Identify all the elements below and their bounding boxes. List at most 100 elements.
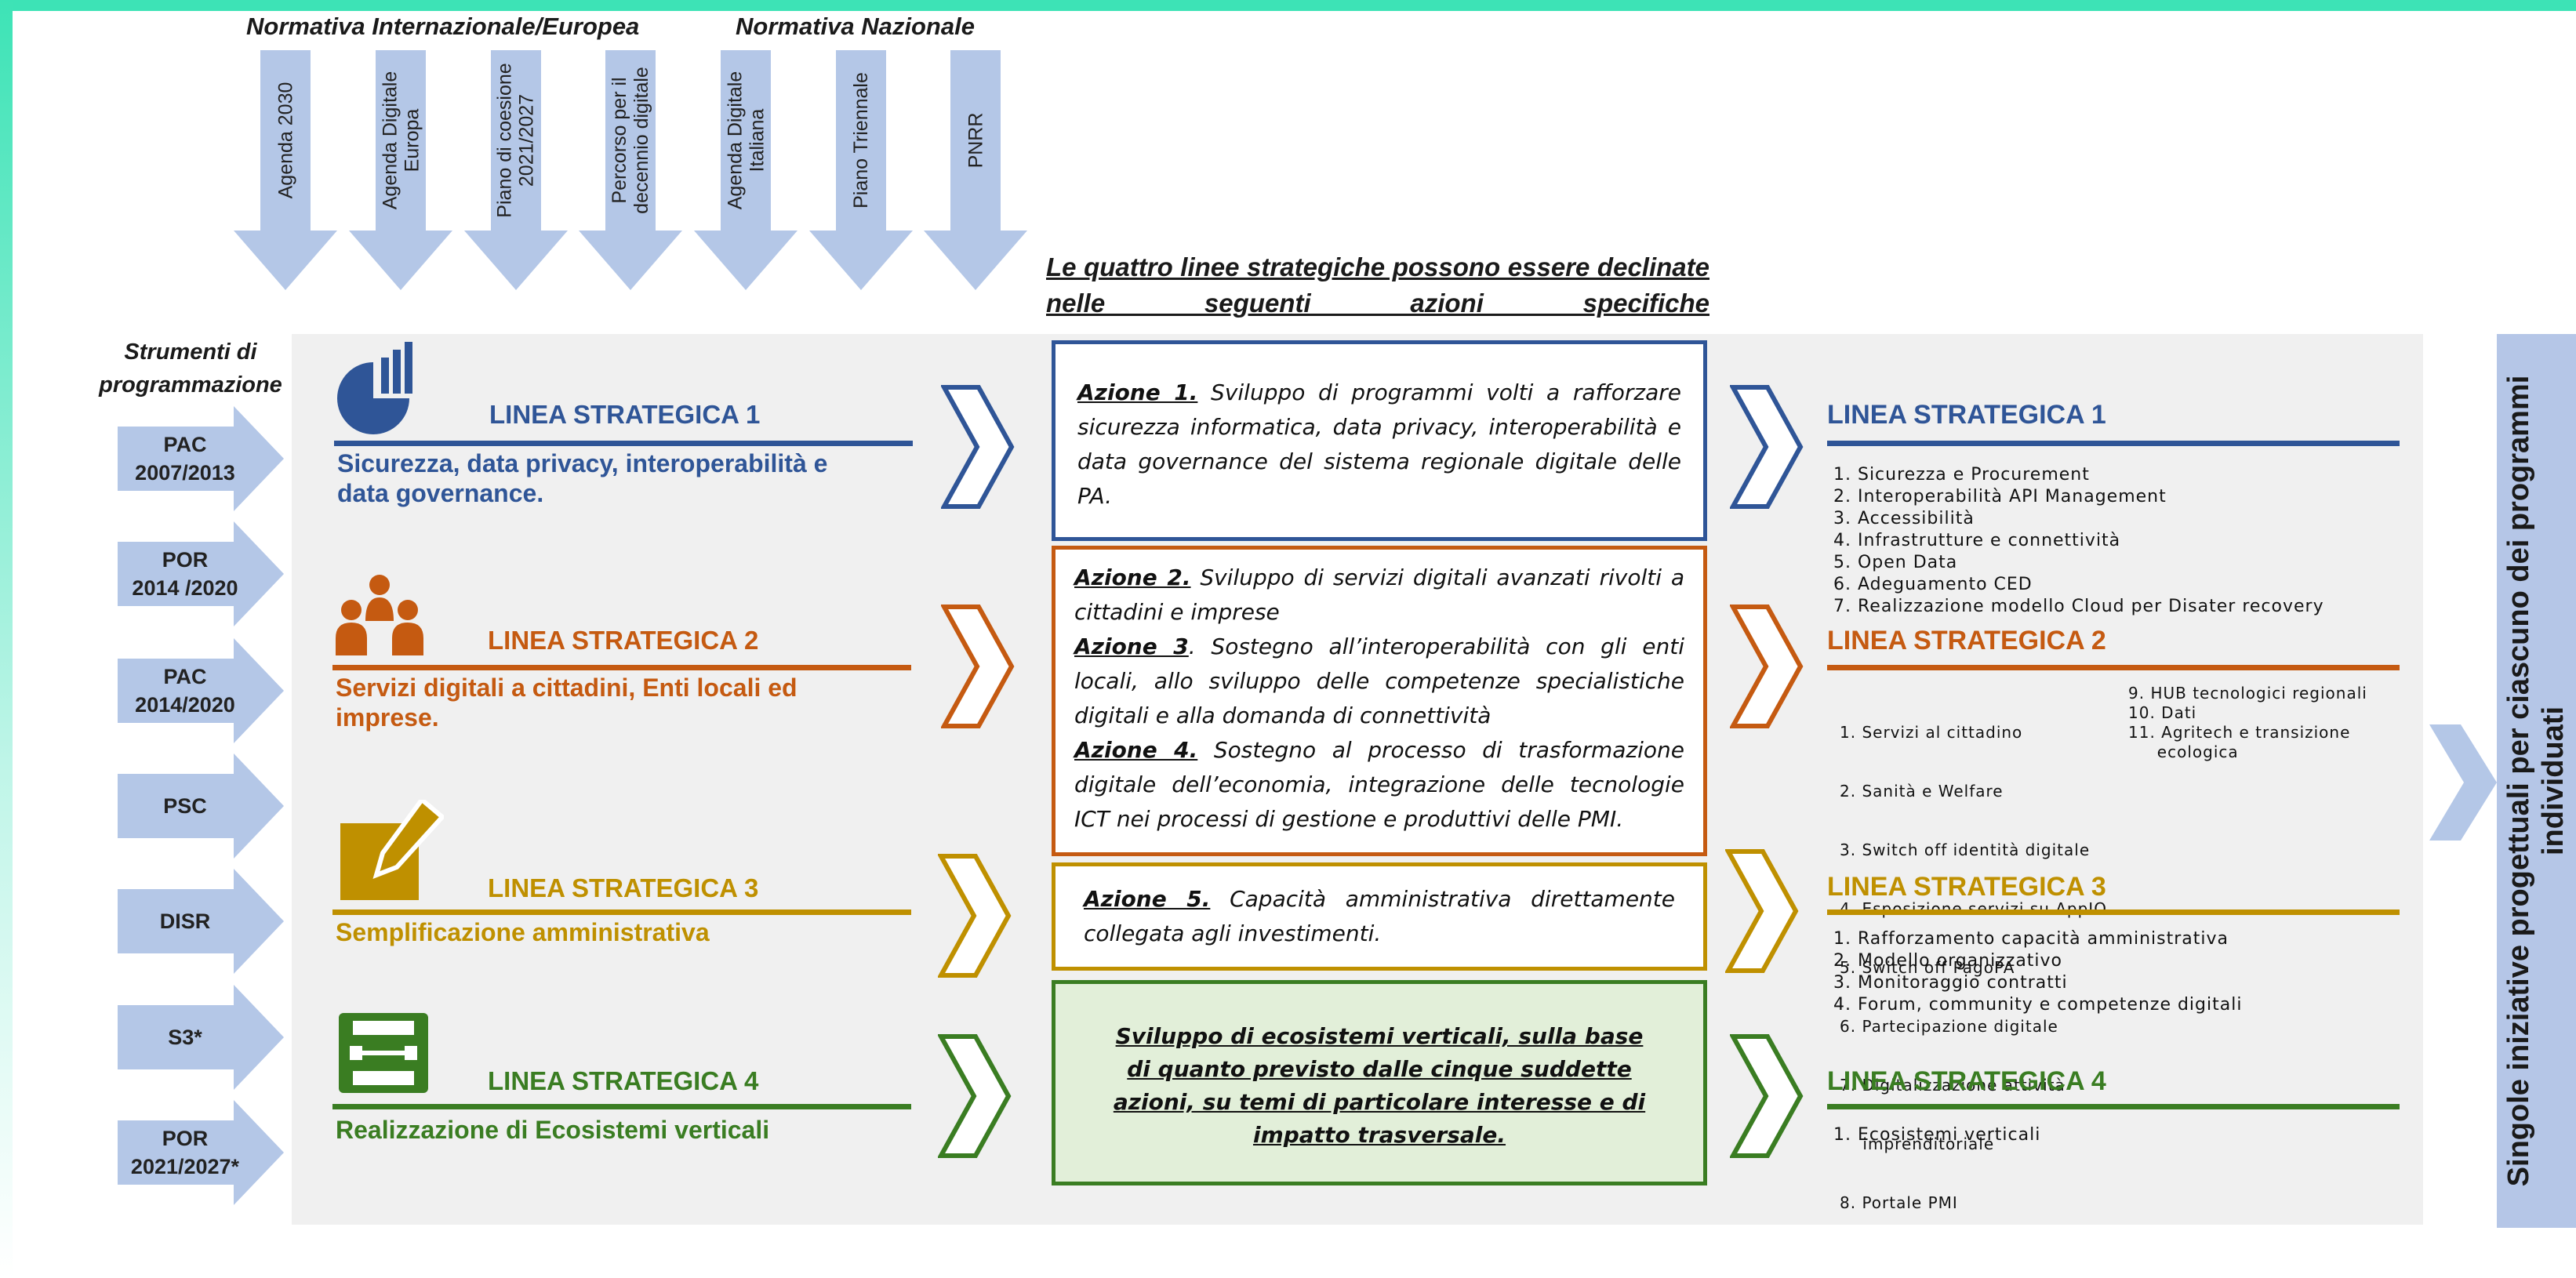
- azione-1-label: Azione 1.: [1077, 379, 1198, 405]
- linea-4-desc: Realizzazione di Ecosistemi verticali: [336, 1116, 770, 1144]
- ecosistemi-box: Sviluppo di ecosistemi verticali, sulla …: [1052, 980, 1707, 1185]
- list-item: 10. Dati: [2128, 703, 2197, 722]
- network-icon: [339, 1013, 428, 1093]
- down-arrow-icon: [809, 50, 913, 290]
- down-arrow-icon: [579, 50, 682, 290]
- down-arrow-icon: [924, 50, 1027, 290]
- strumento-label: PAC 2014/2020: [135, 665, 235, 717]
- output-arrow-icon: [2429, 724, 2497, 841]
- normativa-arrow: Piano Triennale: [809, 50, 913, 290]
- strumento-arrow: POR 2014 /2020: [118, 521, 284, 626]
- list-item: 5. Open Data: [1833, 553, 1958, 572]
- list-item: 7. Digitalizzazione attività: [1840, 1076, 2066, 1095]
- chevron-right-icon: [938, 854, 1012, 978]
- right-linea-3-title: LINEA STRATEGICA 3: [1827, 872, 2106, 902]
- azione-5-box: Azione 5. Capacità amministrativa dirett…: [1052, 862, 1707, 971]
- linea-1-rule: [334, 441, 913, 446]
- azione-1-text: Sviluppo di programmi volti a rafforzare…: [1077, 379, 1682, 509]
- right-arrow-icon: [118, 406, 284, 511]
- linea-4-title: LINEA STRATEGICA 4: [488, 1066, 759, 1095]
- right-arrow-icon: [118, 638, 284, 743]
- strumento-arrow: PAC 2014/2020: [118, 638, 284, 743]
- chart-icon: [337, 342, 412, 434]
- linea-1-title: LINEA STRATEGICA 1: [489, 400, 761, 429]
- down-arrow-icon: [464, 50, 568, 290]
- list-item: 2. Modello organizzativo: [1833, 951, 2063, 971]
- linea-2-rule: [332, 665, 911, 670]
- normativa-arrow: PNRR: [924, 50, 1027, 290]
- list-item: 4. Forum, community e competenze digital…: [1833, 995, 2243, 1015]
- list-item: 2. Sanità e Welfare: [1840, 782, 2004, 801]
- header-national: Normativa Nazionale: [736, 13, 975, 40]
- chevron-right-icon: [941, 605, 1015, 728]
- azione-4-label: Azione 4.: [1074, 737, 1198, 763]
- right-linea-1-rule: [1827, 441, 2400, 446]
- azione-3-label: Azione 3: [1074, 634, 1189, 659]
- linea-3-title: LINEA STRATEGICA 3: [488, 873, 759, 902]
- list-item: 3. Switch off identità digitale: [1840, 841, 2091, 859]
- list-item: imprenditoriale: [1840, 1135, 1995, 1153]
- chevron-right-icon: [1730, 605, 1804, 728]
- right-arrow-icon: [118, 753, 284, 859]
- down-arrow-icon: [349, 50, 452, 290]
- strumento-label: POR 2021/2027*: [130, 1127, 240, 1178]
- right-linea-3-rule: [1827, 909, 2400, 915]
- list-item: 5. Switch off PagoPA: [1840, 958, 2015, 977]
- strumento-label: DISR: [159, 909, 211, 933]
- list-item: 2. Interoperabilità API Management: [1833, 487, 2167, 506]
- azione-5-label: Azione 5.: [1084, 886, 1211, 912]
- list-item: 4. Esposizione servizi su AppIO: [1840, 899, 2107, 918]
- right-linea-1-list: 1. Sicurezza e Procurement 2. Interopera…: [1833, 464, 2324, 618]
- azione-4-text: Sostegno al processo di trasformazione d…: [1074, 737, 1685, 832]
- chevron-right-icon: [938, 1034, 1012, 1158]
- linea-3-desc: Semplificazione amministrativa: [336, 918, 710, 946]
- header-international: Normativa Internazionale/Europea: [246, 13, 640, 40]
- edit-icon: [340, 800, 444, 900]
- strumento-label: S3*: [168, 1026, 202, 1049]
- linea-4-rule: [332, 1104, 911, 1109]
- list-item: 1. Servizi al cittadino: [1840, 723, 2023, 742]
- top-accent-bar: [0, 0, 2576, 11]
- right-arrow-icon: [118, 521, 284, 626]
- azioni-2-4-box: Azione 2. Sviluppo di servizi digitali a…: [1052, 546, 1707, 856]
- list-item: 6. Partecipazione digitale: [1840, 1017, 2058, 1036]
- right-linea-2-rule: [1827, 665, 2400, 670]
- right-linea-1-title: LINEA STRATEGICA 1: [1827, 400, 2106, 430]
- linea-2-desc: Servizi digitali a cittadini, Enti local…: [336, 673, 798, 732]
- normativa-label: Piano Triennale: [850, 72, 873, 209]
- chevron-right-icon: [941, 385, 1015, 509]
- list-item: 3. Accessibilità: [1833, 509, 1975, 528]
- list-item: ecologica: [2128, 742, 2239, 761]
- left-accent-bar: [0, 0, 13, 1278]
- right-linea-4-rule: [1827, 1104, 2400, 1109]
- right-linea-2-title: LINEA STRATEGICA 2: [1827, 626, 2106, 655]
- linea-3-rule: [332, 909, 911, 915]
- right-arrow-icon: [118, 985, 284, 1090]
- people-icon: [336, 575, 423, 655]
- chevron-right-icon: [1730, 1034, 1804, 1158]
- strumento-arrow: S3*: [118, 985, 284, 1090]
- azione-5-text: Capacità amministrativa direttamente col…: [1084, 886, 1676, 946]
- list-item: 6. Adeguamento CED: [1833, 575, 2033, 594]
- strumenti-title: Strumenti di programmazione: [99, 339, 282, 398]
- side-label-bar: Singole iniziative progettuali per ciasc…: [2497, 334, 2576, 1228]
- list-item: 7. Realizzazione modello Cloud per Disat…: [1833, 597, 2324, 616]
- normativa-arrow: Agenda 2030: [234, 50, 337, 290]
- right-linea-4-list: 1. Ecosistemi verticali: [1833, 1124, 2040, 1146]
- strumento-label: POR 2014 /2020: [132, 548, 238, 600]
- actions-title: Le quattro linee strategiche possono ess…: [1046, 252, 1709, 318]
- list-item: 1. Sicurezza e Procurement: [1833, 465, 2090, 485]
- azione-2-text: Sviluppo di servizi digitali avanzati ri…: [1074, 565, 1684, 625]
- right-arrow-icon: [118, 869, 284, 974]
- strumento-arrow: PAC 2007/2013: [118, 406, 284, 511]
- side-label: Singole iniziative progettuali per ciasc…: [2502, 375, 2570, 1187]
- strumento-label: PAC 2007/2013: [135, 433, 235, 485]
- down-arrow-icon: [234, 50, 337, 290]
- list-item: 8. Portale PMI: [1840, 1193, 1958, 1212]
